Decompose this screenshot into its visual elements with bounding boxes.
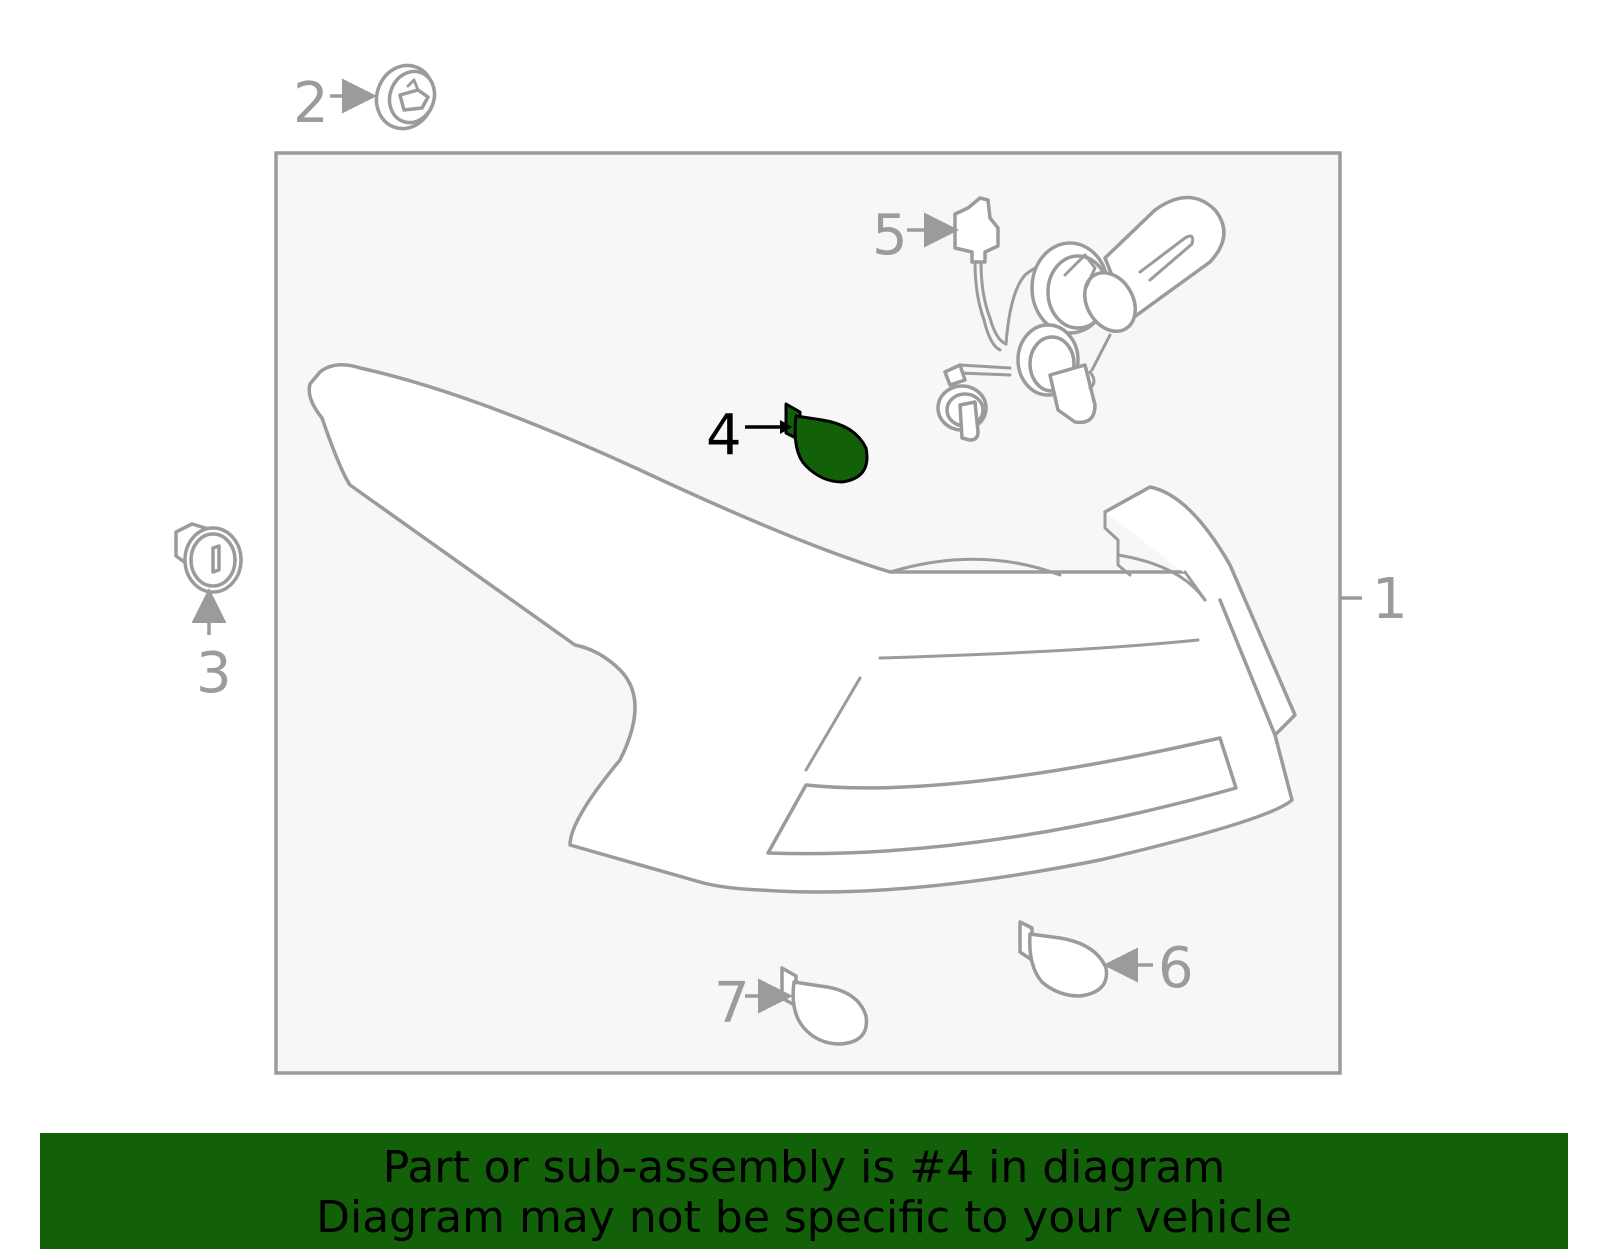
parts-diagram: 1 2 3 4: [174, 63, 1408, 1075]
info-banner: Part or sub-assembly is #4 in diagram Di…: [40, 1133, 1568, 1249]
callout-7-label: 7: [714, 971, 750, 1036]
part-3-clip: [174, 522, 243, 594]
callout-1-label: 1: [1372, 567, 1408, 632]
part-2-clip: [374, 63, 437, 131]
callout-2[interactable]: 2: [293, 71, 377, 136]
callout-6[interactable]: 6: [1103, 936, 1194, 1001]
callout-5-label: 5: [872, 203, 908, 268]
callout-3-label: 3: [196, 641, 232, 706]
callout-3[interactable]: 3: [191, 588, 232, 706]
banner-line-2: Diagram may not be specific to your vehi…: [316, 1192, 1292, 1243]
part-5-socket-harness: [936, 195, 1226, 442]
part-4-bulb-highlighted[interactable]: [784, 402, 869, 484]
banner-line-1: Part or sub-assembly is #4 in diagram: [382, 1142, 1226, 1193]
callout-2-label: 2: [293, 71, 329, 136]
callout-5[interactable]: 5: [872, 203, 959, 268]
part-1-tail-lamp: [307, 363, 1297, 894]
callout-1[interactable]: 1: [1340, 567, 1408, 632]
callout-4-label: 4: [706, 403, 742, 468]
callout-6-label: 6: [1158, 936, 1194, 1001]
callout-4[interactable]: 4: [706, 403, 792, 468]
callout-7[interactable]: 7: [714, 971, 793, 1036]
part-6-bulb: [1018, 920, 1109, 998]
